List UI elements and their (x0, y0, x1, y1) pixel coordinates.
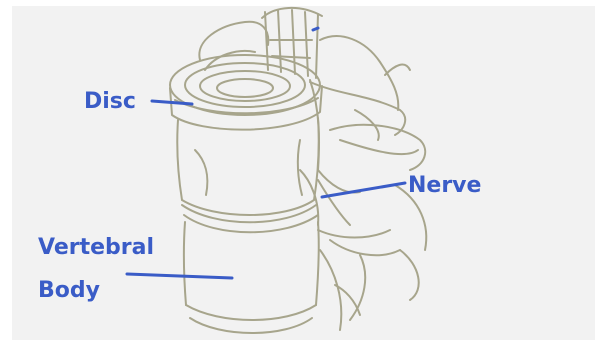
vertebral-body-leader-line (127, 274, 232, 278)
leader-lines (127, 28, 405, 278)
disc-label: Disc (84, 87, 136, 117)
nerve-roots (300, 80, 426, 330)
top-pointer-mark (313, 28, 318, 30)
nerve-label: Nerve (408, 171, 481, 201)
upper-vertebral-body (177, 118, 319, 215)
vertebral-body-label-line2: Body (38, 276, 100, 306)
disc-shape (170, 55, 322, 130)
disc-leader-line (152, 101, 192, 104)
spinal-cord (262, 8, 322, 78)
vertebral-body-label-line1: Vertebral (38, 233, 154, 263)
